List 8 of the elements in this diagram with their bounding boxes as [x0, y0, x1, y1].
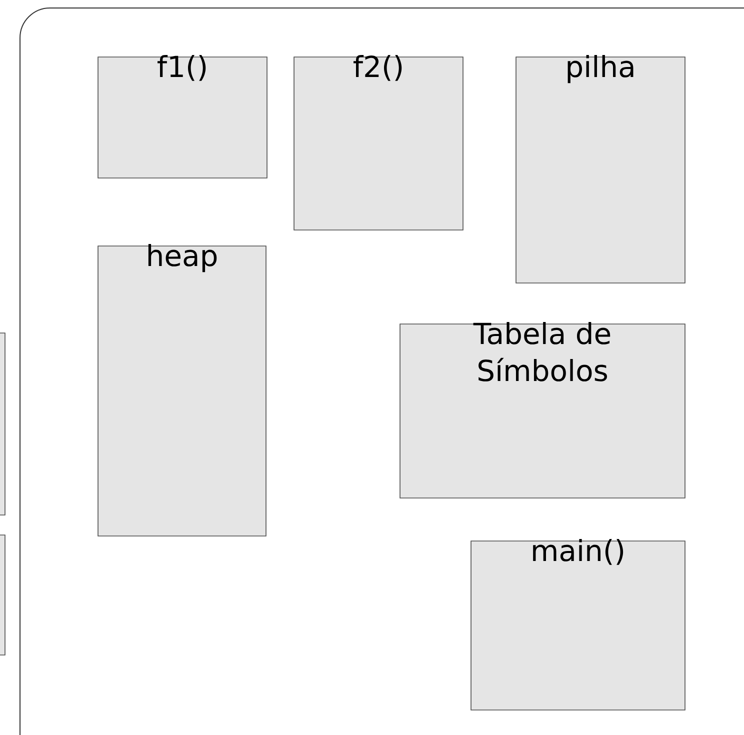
text-box: pilha: [516, 55, 686, 284]
text-box: f2(): [294, 55, 464, 230]
box: [0, 332, 6, 516]
text-box: f1(): [98, 55, 268, 178]
text-box: main(): [470, 539, 686, 710]
box: [0, 534, 6, 656]
text-box: heap: [98, 244, 266, 536]
text-box: Tabela de Símbolos: [400, 322, 686, 498]
